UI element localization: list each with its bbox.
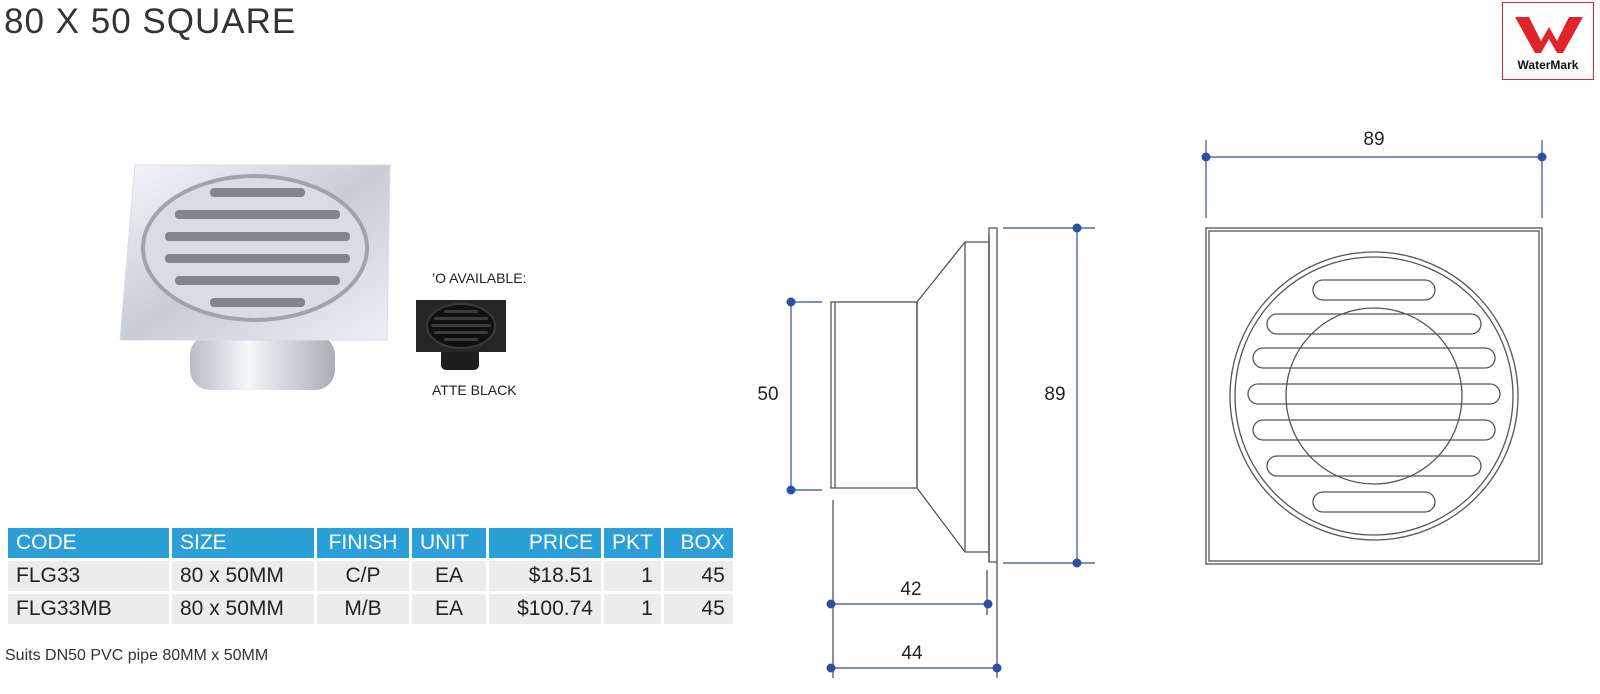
top-view-outline — [1205, 227, 1543, 565]
header-box: BOX — [663, 528, 733, 558]
header-pkt: PKT — [604, 528, 661, 558]
cell-box: 45 — [663, 561, 733, 591]
cell-code: FLG33 — [8, 561, 169, 591]
cell-pkt: 1 — [604, 594, 661, 624]
matte-black-label: ATTE BLACK — [432, 382, 517, 398]
cell-size: 80 x 50MM — [172, 561, 314, 591]
header-finish: FINISH — [317, 528, 409, 558]
cell-unit: EA — [412, 594, 486, 624]
also-available-label: ’O AVAILABLE: — [432, 270, 527, 286]
cell-code: FLG33MB — [8, 594, 169, 624]
dim-side-flange-height: 89 — [1044, 384, 1065, 405]
cell-pkt: 1 — [604, 561, 661, 591]
table-row: FLG33MB 80 x 50MM M/B EA $100.74 1 45 — [8, 594, 733, 624]
table-row: FLG33 80 x 50MM C/P EA $18.51 1 45 — [8, 561, 733, 591]
header-code: CODE — [8, 528, 169, 558]
cell-finish: M/B — [317, 594, 409, 624]
header-price: PRICE — [489, 528, 601, 558]
product-photo-matte-black — [416, 300, 506, 377]
dimension-markers — [786, 152, 1547, 673]
product-spec-table: CODE SIZE FINISH UNIT PRICE PKT BOX FLG3… — [5, 525, 736, 627]
watermark-logo: WaterMark — [1502, 2, 1594, 80]
side-view-outline — [830, 227, 998, 678]
cell-size: 80 x 50MM — [172, 594, 314, 624]
cell-box: 45 — [663, 594, 733, 624]
table-header-row: CODE SIZE FINISH UNIT PRICE PKT BOX — [8, 528, 733, 558]
side-view-dimensions — [790, 140, 1543, 669]
cell-unit: EA — [412, 561, 486, 591]
dim-side-pipe-height: 50 — [757, 384, 778, 405]
header-unit: UNIT — [412, 528, 486, 558]
dim-top-width: 89 — [1363, 129, 1384, 150]
header-size: SIZE — [172, 528, 314, 558]
dim-side-inner-width: 42 — [900, 579, 921, 600]
cell-price: $100.74 — [489, 594, 601, 624]
cell-finish: C/P — [317, 561, 409, 591]
dim-side-outer-width: 44 — [901, 643, 923, 664]
dimension-labels: 50 89 42 44 89 — [757, 129, 1384, 664]
watermark-label: WaterMark — [1517, 58, 1579, 72]
page-title: 80 X 50 SQUARE — [4, 2, 297, 41]
cell-price: $18.51 — [489, 561, 601, 591]
compatibility-note: Suits DN50 PVC pipe 80MM x 50MM — [5, 647, 269, 664]
product-photo-chrome — [115, 160, 405, 405]
watermark-w-icon — [1515, 17, 1583, 53]
